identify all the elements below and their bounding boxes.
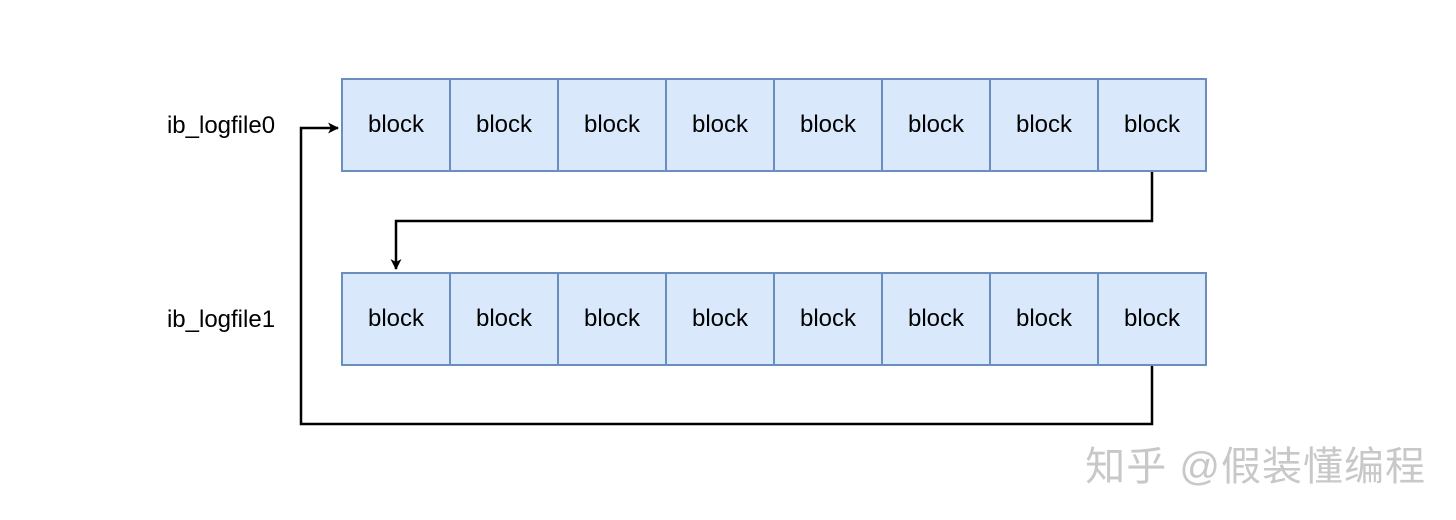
block-cell: block xyxy=(557,272,667,366)
block-cell: block xyxy=(449,272,559,366)
block-cell: block xyxy=(881,272,991,366)
block-cell: block xyxy=(1097,272,1207,366)
zhihu-watermark: 知乎 @假装懂编程 xyxy=(1085,445,1426,489)
logfile0-label: ib_logfile0 xyxy=(166,112,276,139)
logfile1-label: ib_logfile1 xyxy=(166,306,276,333)
block-cell: block xyxy=(773,78,883,172)
block-cell: block xyxy=(665,272,775,366)
block-cell: block xyxy=(1097,78,1207,172)
block-cell: block xyxy=(341,272,451,366)
block-cell: block xyxy=(341,78,451,172)
block-cell: block xyxy=(665,78,775,172)
arrow-logfile0-to-logfile1 xyxy=(390,172,1154,270)
block-cell: block xyxy=(989,78,1099,172)
block-cell: block xyxy=(989,272,1099,366)
block-cell: block xyxy=(557,78,667,172)
block-cell: block xyxy=(773,272,883,366)
block-cell: block xyxy=(449,78,559,172)
block-cell: block xyxy=(881,78,991,172)
